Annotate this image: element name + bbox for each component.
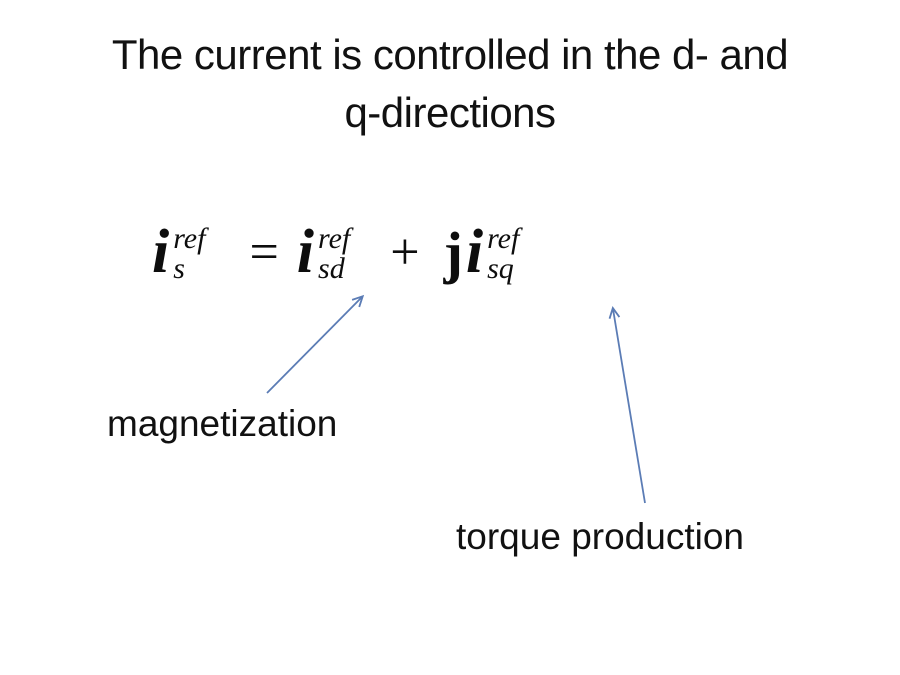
- title-line-1: The current is controlled in the d- and: [111, 31, 789, 78]
- sq-subscript: sq: [487, 252, 514, 285]
- q-axis-current-term: i ref sq: [465, 218, 519, 287]
- stator-current-term: i ref s: [152, 218, 205, 287]
- s-subscript: s: [173, 252, 185, 285]
- d-axis-current-term: i ref sd: [296, 218, 350, 287]
- stator-term-scripts: ref s: [173, 224, 205, 284]
- d-term-scripts: ref sd: [318, 224, 350, 284]
- current-reference-equation: i ref s = i ref sd + j i ref sq: [152, 206, 519, 300]
- equals-sign: =: [249, 224, 279, 281]
- title-line-2: q-directions: [344, 89, 556, 136]
- ref-superscript: ref: [173, 222, 206, 255]
- ref-superscript: ref: [318, 222, 351, 255]
- torque-production-arrow: [608, 306, 646, 504]
- torque-production-label: torque production: [456, 516, 744, 557]
- current-symbol-i: i: [465, 218, 484, 287]
- sd-subscript: sd: [318, 252, 345, 285]
- current-symbol-i: i: [296, 218, 315, 287]
- q-term-scripts: ref sq: [487, 224, 519, 284]
- current-symbol-i: i: [152, 218, 170, 287]
- plus-sign: +: [390, 224, 420, 281]
- magnetization-arrow: [266, 294, 365, 394]
- imaginary-unit-j: j: [443, 219, 463, 285]
- ref-superscript: ref: [487, 222, 520, 255]
- magnetization-label: magnetization: [107, 403, 338, 444]
- page-title: The current is controlled in the d- and …: [0, 26, 900, 142]
